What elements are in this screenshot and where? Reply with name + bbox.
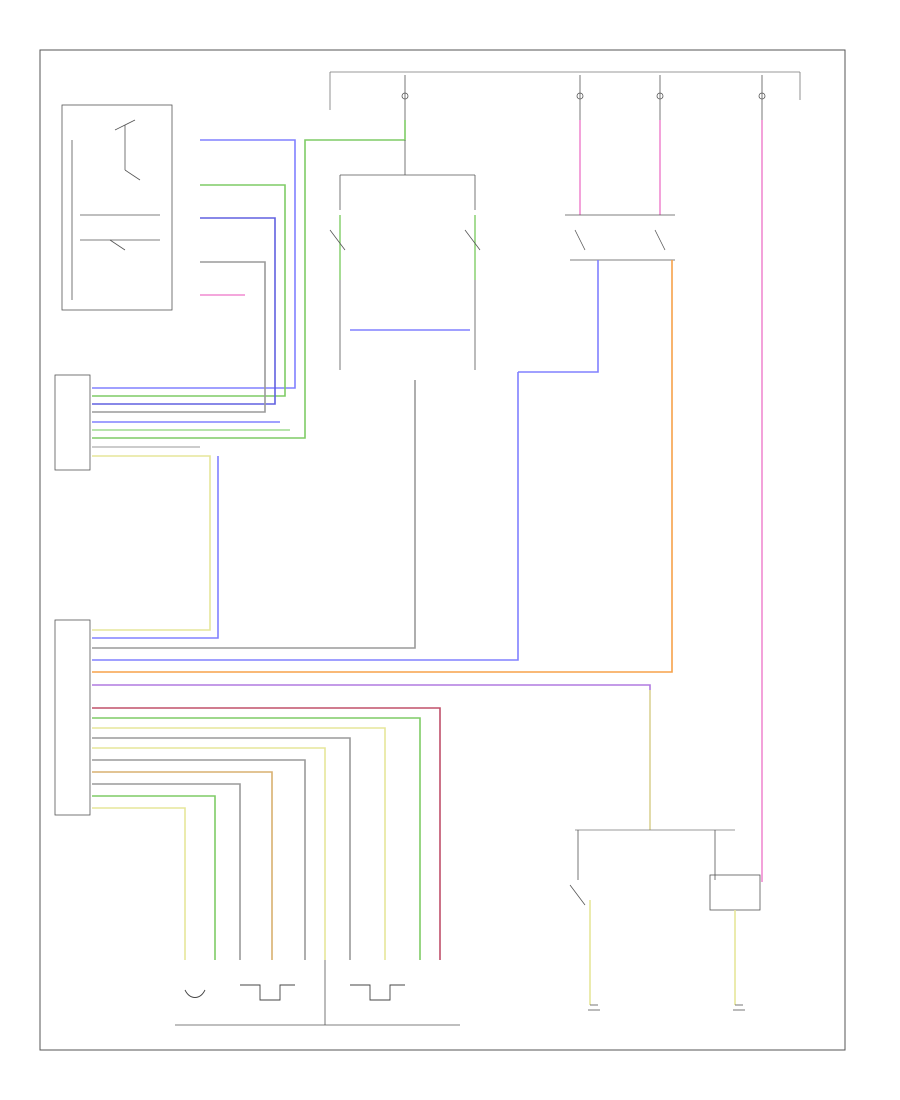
wire-green-s1 xyxy=(92,717,421,960)
clutch-bus xyxy=(575,829,735,880)
stop-lamp-switch xyxy=(565,120,675,261)
wire-blue-1 xyxy=(92,139,296,389)
diagram-frame xyxy=(39,49,846,1051)
clutch-switch-1 xyxy=(569,884,591,1005)
fuse-box-3 xyxy=(656,75,664,120)
wire-blue-2 xyxy=(92,217,276,405)
fuse-box-4 xyxy=(758,75,766,120)
switch-feed xyxy=(339,120,476,210)
wire-group-switch xyxy=(92,139,345,631)
fuse-box-2 xyxy=(576,75,584,120)
ground-1 xyxy=(588,1004,600,1011)
wire-blue-engine-2 xyxy=(92,456,219,639)
sensor-wires xyxy=(92,707,441,960)
wire-green-2 xyxy=(92,139,345,439)
fuse-box-1 xyxy=(401,75,409,120)
wire-tan-s1 xyxy=(92,771,273,960)
engine-module-connector xyxy=(54,619,91,816)
wire-gray-s3 xyxy=(92,783,241,960)
brake-switch-b xyxy=(464,215,481,370)
cruise-switch-box xyxy=(61,104,173,311)
wire-green-s2 xyxy=(92,795,216,960)
power-bus xyxy=(329,71,801,110)
wire-blue-stop xyxy=(518,260,599,373)
cruise-module-connector xyxy=(54,374,91,471)
wire-gray-s1 xyxy=(92,737,351,960)
ground-2 xyxy=(733,1004,745,1011)
wire-yellow-s3 xyxy=(92,807,186,960)
wire-yellow-1 xyxy=(92,455,211,631)
wire-gray-engine xyxy=(92,380,416,649)
wire-red-1 xyxy=(92,707,441,960)
wire-yellow-s2 xyxy=(92,747,326,960)
brake-switch-a xyxy=(329,215,346,370)
wire-yellow-s1 xyxy=(92,727,386,960)
wire-orange-stop xyxy=(92,260,673,673)
wire-blue-engine xyxy=(92,372,519,661)
wire-gray-s2 xyxy=(92,759,306,960)
wire-green-1 xyxy=(92,184,286,397)
wire-gray-1 xyxy=(92,261,266,413)
sensor-group xyxy=(175,960,460,1026)
clutch-switch-2 xyxy=(709,874,761,1005)
